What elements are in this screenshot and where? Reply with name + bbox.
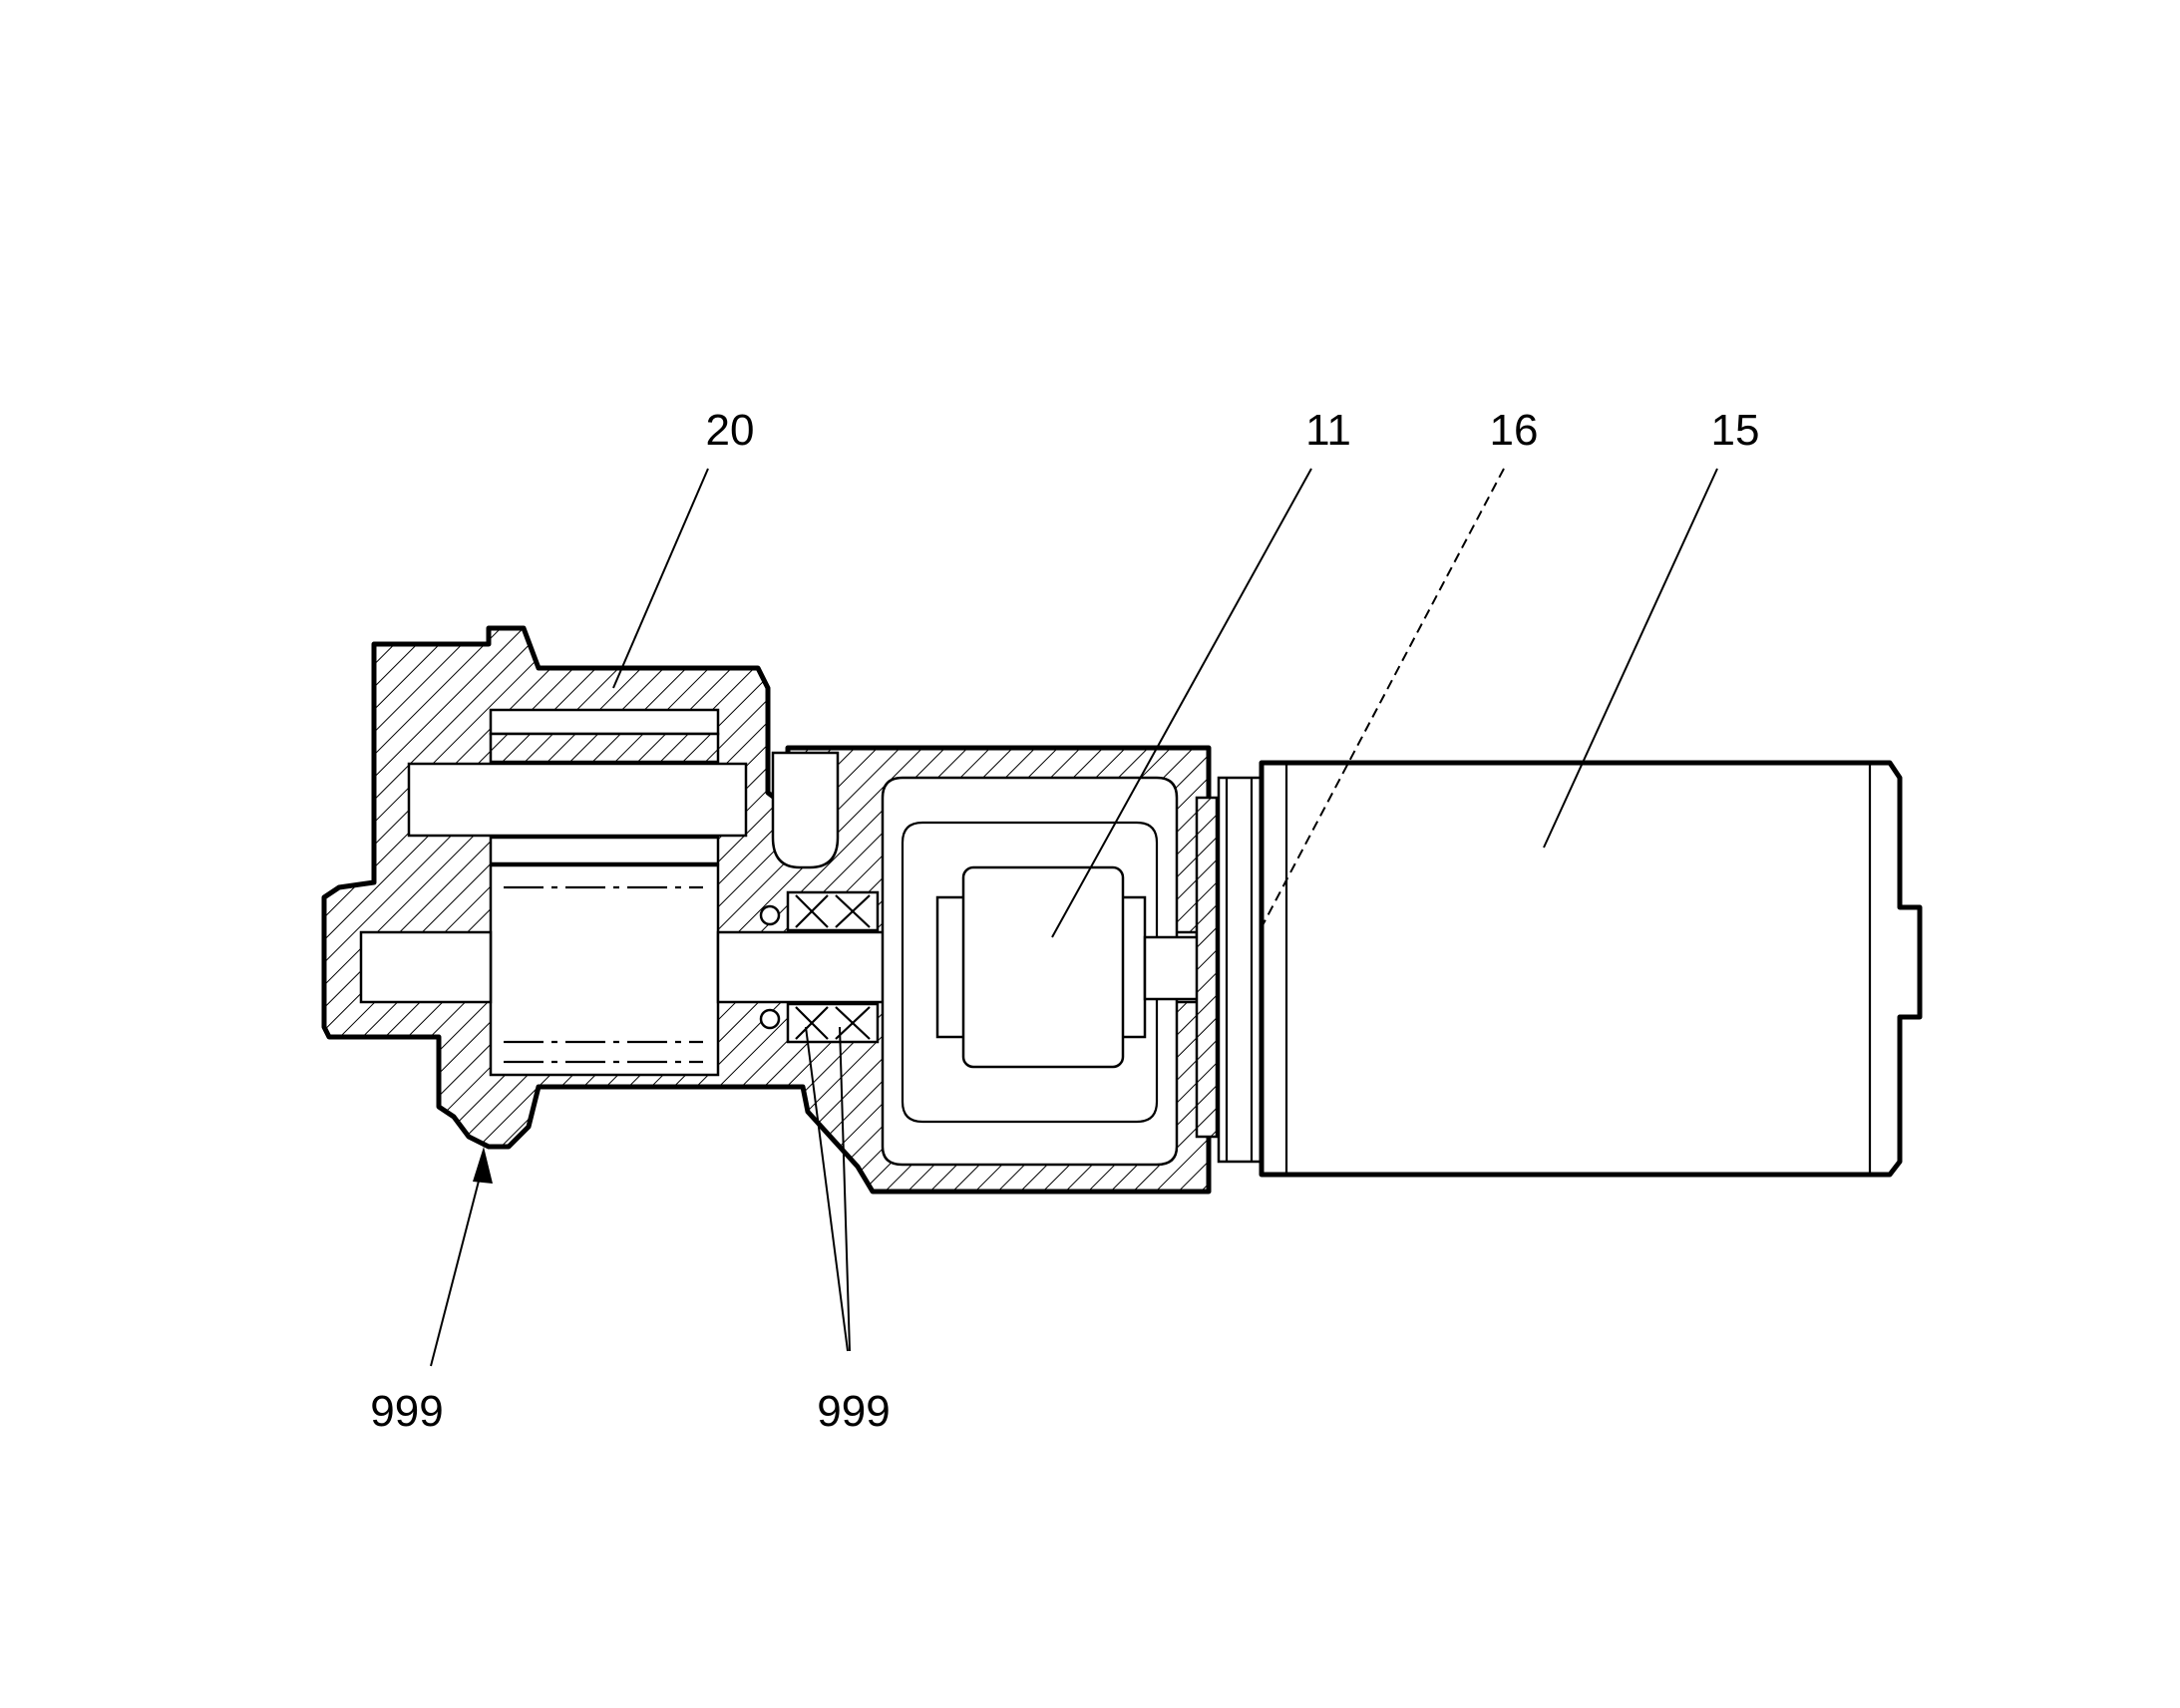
- label-16: 16: [1490, 406, 1539, 455]
- label-20: 20: [706, 406, 755, 455]
- label-15: 15: [1711, 406, 1760, 455]
- rotor: [935, 865, 1202, 1069]
- label-999-left: 999: [370, 1387, 443, 1436]
- chamber-centerlines: [504, 885, 703, 1064]
- label-999-bearings: 999: [817, 1387, 890, 1436]
- leader-lines: [430, 468, 1718, 1367]
- motor-body: [1259, 760, 1923, 1178]
- bearing-set: [759, 890, 880, 1044]
- arrow-head: [473, 1147, 493, 1184]
- seal-flange: [1195, 776, 1264, 1164]
- label-11: 11: [1305, 406, 1351, 455]
